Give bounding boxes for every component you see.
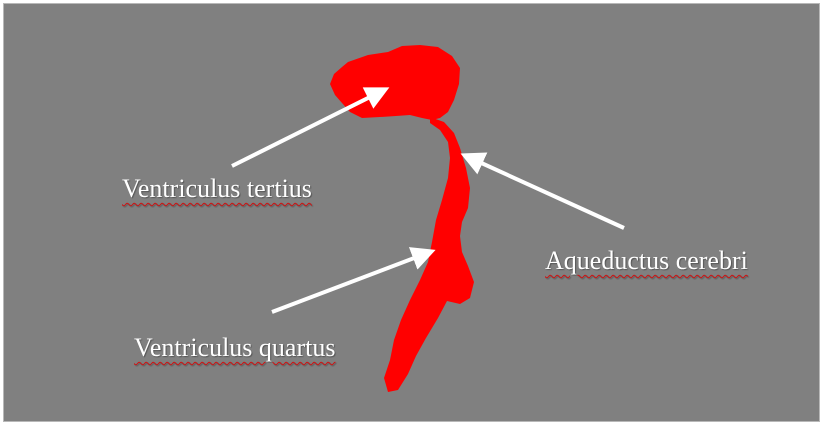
label-ventriculus-quartus: Ventriculus quartus [134, 335, 335, 361]
arrow-aqueductus-cerebri [466, 156, 624, 228]
label-aqueductus-cerebri: Aqueductus cerebri [545, 248, 748, 274]
label-ventriculus-tertius: Ventriculus tertius [122, 176, 312, 202]
arrow-ventriculus-quartus [272, 252, 430, 312]
arrow-ventriculus-tertius [232, 90, 384, 166]
